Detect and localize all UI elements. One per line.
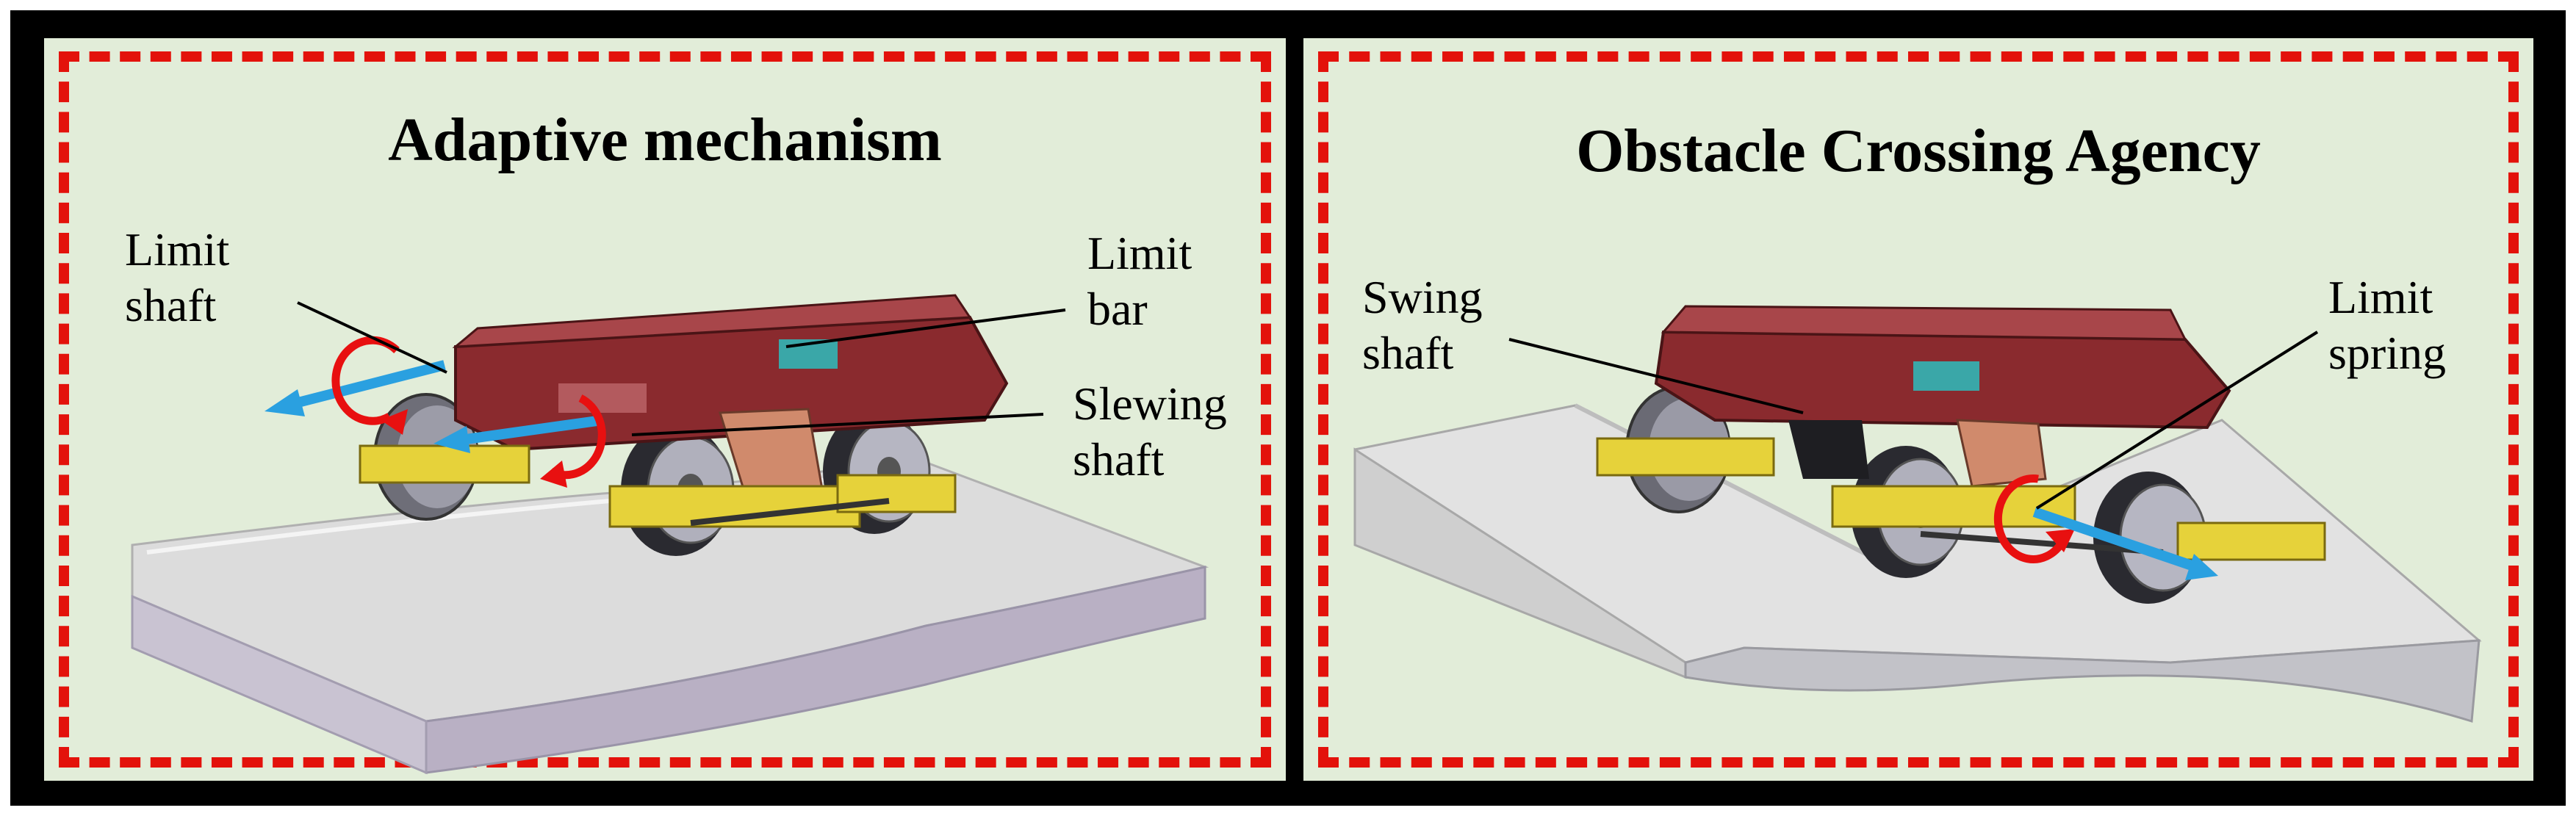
label-limit-shaft: Limit shaft — [125, 223, 230, 331]
dashed-border — [59, 51, 1271, 768]
label-slewing-shaft: Slewing shaft — [1073, 378, 1227, 485]
label-limit-bar: Limit bar — [1087, 227, 1192, 335]
panel-title: Adaptive mechanism — [388, 106, 942, 174]
obstacle-crossing-illustration — [1353, 305, 2482, 723]
label-swing-shaft: Swing shaft — [1362, 271, 1483, 379]
adaptive-mechanism-illustration — [131, 294, 1209, 775]
dashed-border — [1318, 51, 2519, 768]
panel-obstacle-crossing-agency: Obstacle Crossing Agency — [1303, 38, 2533, 781]
label-limit-spring: Limit spring — [2328, 271, 2446, 379]
panel-adaptive-mechanism: Adaptive mechanism — [44, 38, 1286, 781]
panel-title: Obstacle Crossing Agency — [1576, 117, 2261, 185]
figure-frame: Adaptive mechanism — [10, 10, 2566, 806]
